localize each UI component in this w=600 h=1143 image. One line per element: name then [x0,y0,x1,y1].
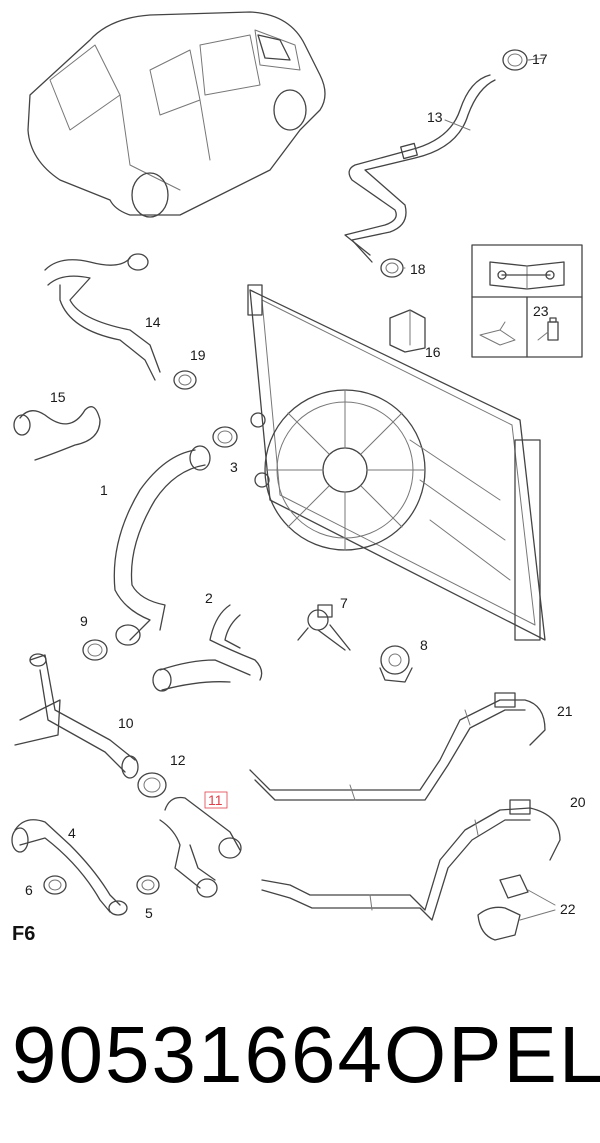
brand-name: OPEL [383,1010,600,1099]
part-2-hose [152,604,263,692]
part-label-14: 14 [145,314,161,330]
part-code: 90531664 [12,1010,384,1099]
part-label-21: 21 [557,703,573,719]
part-6-clamp [43,875,67,895]
part-12-clamp [137,772,167,798]
section-code: F6 [12,923,35,945]
parts-diagram: 17 13 18 14 23 16 19 15 3 1 2 7 9 8 21 1… [11,11,586,945]
radiator-fan-assembly [247,284,546,641]
part-label-4: 4 [68,825,76,841]
part-label-2: 2 [205,590,213,606]
part-label-22: 22 [560,901,576,917]
oil-can-icon [479,321,516,346]
part-20-pipe [261,799,561,921]
leader-lines [402,59,531,269]
part-21-pipe [249,692,546,801]
part-10-pipe [14,653,139,779]
part-label-6: 6 [25,882,33,898]
highlight-box-11 [204,791,228,809]
part-label-12: 12 [170,752,186,768]
part-5-clamp [136,875,160,895]
part-label-7: 7 [340,595,348,611]
part-label-5: 5 [145,905,153,921]
part-label-11-highlighted: 11 [208,792,223,808]
part-labels: 17 13 18 14 23 16 19 15 3 1 2 7 9 8 21 1… [25,51,586,921]
part-label-10: 10 [118,715,134,731]
part-22-brackets [477,874,556,941]
part-label-9: 9 [80,613,88,629]
part-4-hose [11,819,128,916]
part-label-18: 18 [410,261,426,277]
part-9-clamp [82,639,108,661]
book-wrench-icon [489,261,565,290]
part-label-3: 3 [230,459,238,475]
part-15-hose [13,406,101,461]
part-label-19: 19 [190,347,206,363]
part-label-16: 16 [425,344,441,360]
part-label-23: 23 [533,303,549,319]
part-7-sensor [297,604,351,651]
part-18-clamp [380,258,404,278]
part-1-hose [113,445,211,646]
car-illustration [27,11,326,218]
icon-box [471,244,583,358]
part-label-8: 8 [420,637,428,653]
footer: 90531664 OPEL [12,1000,600,1110]
part-label-15: 15 [50,389,66,405]
part-11-t-hose [159,796,242,898]
part-16-bracket [389,309,426,353]
spray-bottle-icon [537,317,559,341]
part-3-clamp [212,426,238,448]
part-label-13: 13 [427,109,443,125]
part-13-hose [344,74,496,263]
part-14-hose [44,253,161,381]
part-8-housing [379,645,413,683]
part-label-1: 1 [100,482,108,498]
part-label-17: 17 [532,51,548,67]
part-19-clamp [173,370,197,390]
part-label-20: 20 [570,794,586,810]
